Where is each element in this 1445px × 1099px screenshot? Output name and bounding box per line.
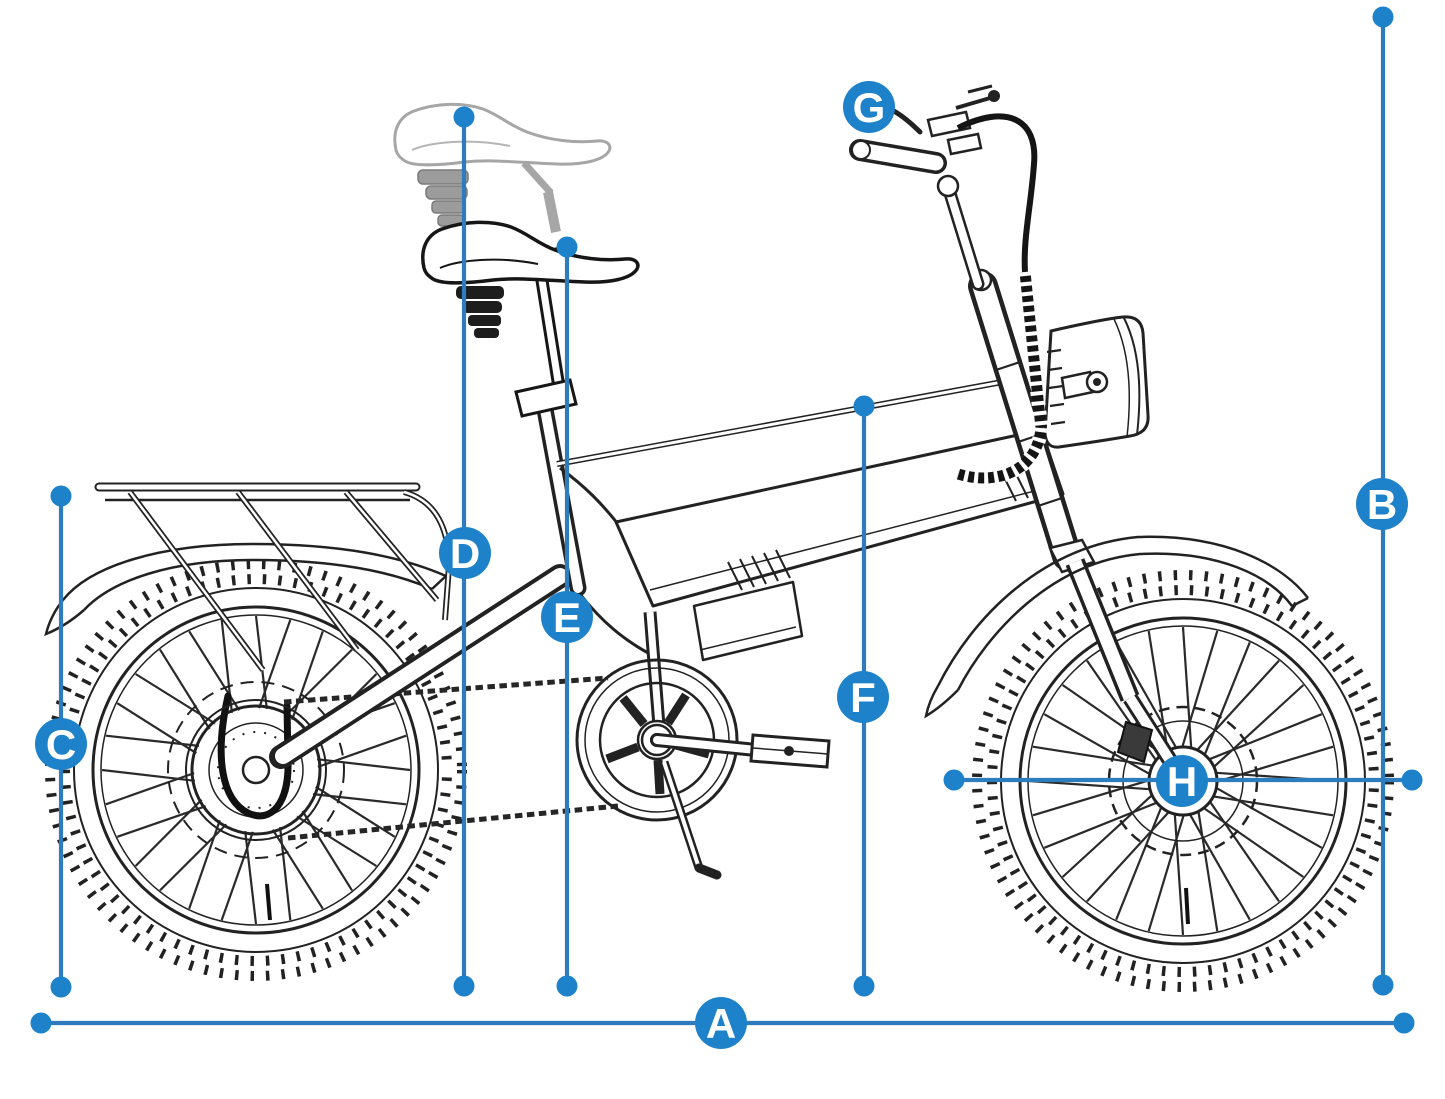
dimension-overlay: A B C D E F G H [30,6,1423,1049]
dimension-endpoint-F-2 [853,975,875,997]
front-fender [924,535,1309,719]
dimension-badge-H [1156,755,1208,807]
rear-fender [44,542,447,637]
dimension-letter-E: E [553,594,581,641]
dimension-badge-B [1356,478,1408,530]
dimension-endpoint-D-2 [453,975,475,997]
dimension-letter-H: H [1167,758,1197,805]
cockpit [849,84,1048,485]
dimension-endpoint-E-1 [556,236,578,258]
dimension-endpoint-A-2 [1393,1012,1415,1034]
dimension-letter-F: F [850,674,876,721]
dimension-endpoint-E-2 [556,975,578,997]
dimension-letter-D: D [450,530,480,577]
dimension-letter-G: G [853,84,886,131]
headlight [1043,315,1150,449]
dimension-endpoint-H-1 [943,769,965,791]
saddle [421,220,640,418]
dimension-endpoint-A-1 [30,1012,52,1034]
dimension-endpoint-B-2 [1372,974,1394,996]
hub-motor-cable [217,692,292,820]
front-wheel-spokes [1028,626,1338,936]
dimension-letter-C: C [46,721,76,768]
dimension-endpoint-D-1 [453,106,475,128]
dimension-badge-E [541,591,593,643]
dimension-letter-A: A [706,1000,736,1047]
brake-caliper [1116,720,1154,764]
dimension-endpoint-H-2 [1401,769,1423,791]
controller-box [692,580,804,662]
brake-hose [956,113,1038,273]
saddle-raised-ghost [393,102,612,233]
handlebar-grip-end [851,140,871,160]
crankset [575,658,831,880]
rear-rack [94,482,452,672]
dimension-endpoint-B-1 [1372,6,1394,28]
dimension-badge-D [439,527,491,579]
dimension-letter-B: B [1367,481,1397,528]
dimension-endpoint-C-1 [50,485,72,507]
dimension-endpoint-C-2 [50,976,72,998]
dimension-badge-A [695,997,747,1049]
dimension-badge-C [35,718,87,770]
battery-tube [614,428,1065,608]
chain [185,675,619,841]
frame [269,377,1065,769]
fork [968,268,1183,775]
rear-wheel [45,559,467,981]
dimension-badge-F [837,671,889,723]
dimension-badge-G [843,81,895,133]
dimension-endpoint-F-1 [853,395,875,417]
